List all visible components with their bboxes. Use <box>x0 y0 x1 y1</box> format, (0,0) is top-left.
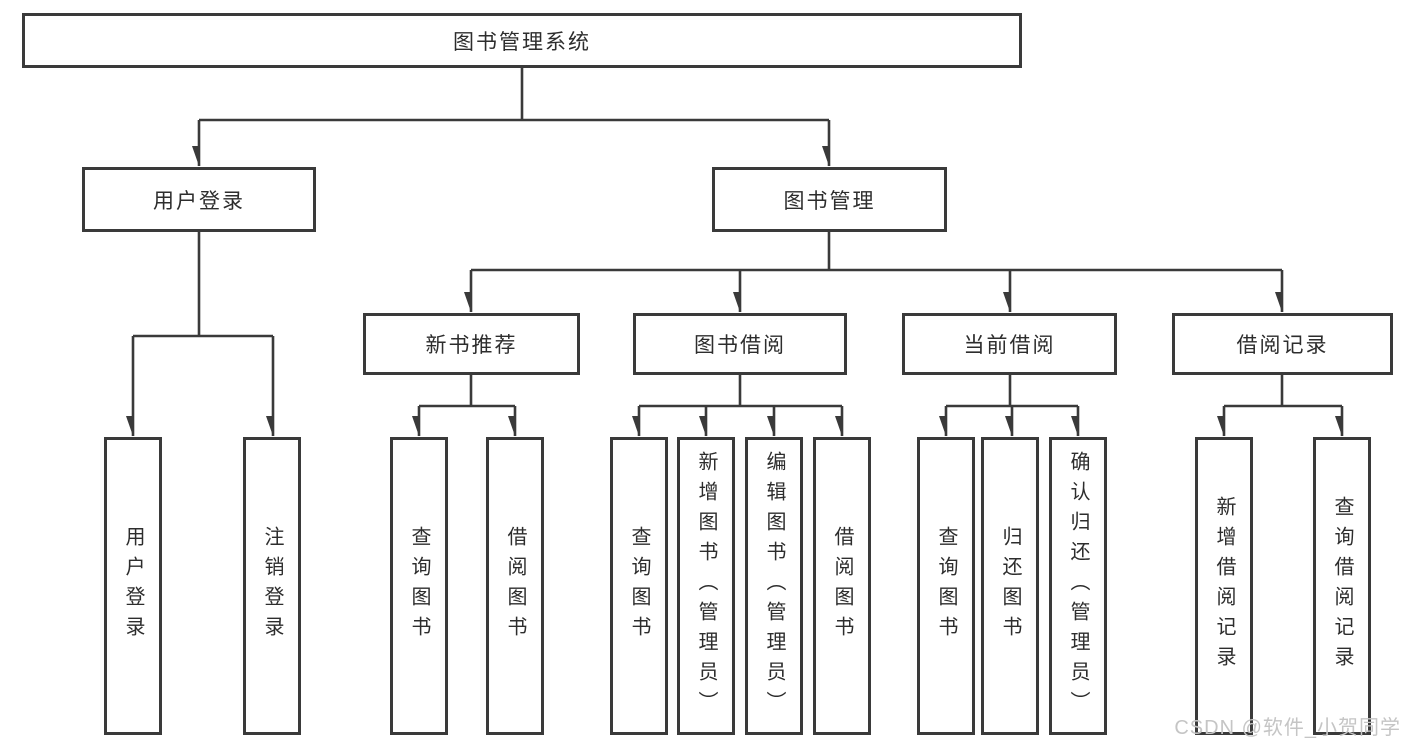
node-current-borrowing: 当前借阅 <box>902 313 1117 375</box>
node-label: 图书借阅 <box>694 334 786 357</box>
node-label: 当前借阅 <box>963 334 1056 357</box>
leaf-add-borrow-record: 新增借阅记录 <box>1195 437 1253 735</box>
node-root-system: 图书管理系统 <box>22 13 1022 68</box>
node-label: 借阅记录 <box>1236 334 1329 357</box>
node-book-borrowing: 图书借阅 <box>633 313 847 375</box>
leaf-edit-books-admin: 编辑图书（管理员） <box>745 437 803 735</box>
leaf-user-login: 用户登录 <box>104 437 162 735</box>
leaf-confirm-return-admin: 确认归还（管理员） <box>1049 437 1107 735</box>
leaf-label: 确认归还（管理员） <box>1067 451 1089 721</box>
leaf-label: 查询借阅记录 <box>1331 496 1353 676</box>
leaf-label: 新增借阅记录 <box>1213 496 1235 676</box>
leaf-label: 查询图书 <box>408 526 430 646</box>
leaf-label: 借阅图书 <box>504 526 526 646</box>
leaf-label: 归还图书 <box>999 526 1021 646</box>
node-label: 图书管理 <box>783 189 876 213</box>
leaf-query-borrow-record: 查询借阅记录 <box>1313 437 1371 735</box>
leaf-query-books-borrowing: 查询图书 <box>610 437 668 735</box>
node-book-management: 图书管理 <box>712 167 947 232</box>
leaf-return-books: 归还图书 <box>981 437 1039 735</box>
leaf-label: 新增图书（管理员） <box>695 451 717 721</box>
leaf-label: 查询图书 <box>935 526 957 646</box>
node-user-login: 用户登录 <box>82 167 316 232</box>
leaf-query-books-recommend: 查询图书 <box>390 437 448 735</box>
leaf-label: 用户登录 <box>122 526 144 646</box>
leaf-add-books-admin: 新增图书（管理员） <box>677 437 735 735</box>
node-label: 图书管理系统 <box>453 30 591 54</box>
leaf-borrow-books: 借阅图书 <box>813 437 871 735</box>
node-label: 新书推荐 <box>425 334 518 357</box>
leaf-query-books-current: 查询图书 <box>917 437 975 735</box>
leaf-label: 注销登录 <box>261 526 283 646</box>
node-borrowing-records: 借阅记录 <box>1172 313 1393 375</box>
leaf-label: 借阅图书 <box>831 526 853 646</box>
node-label: 用户登录 <box>153 189 245 213</box>
node-new-book-recommendation: 新书推荐 <box>363 313 580 375</box>
leaf-borrow-books-recommend: 借阅图书 <box>486 437 544 735</box>
leaf-label: 编辑图书（管理员） <box>763 451 785 721</box>
watermark: CSDN @软件_小贺同学 <box>1174 717 1401 739</box>
leaf-logout: 注销登录 <box>243 437 301 735</box>
leaf-label: 查询图书 <box>628 526 650 646</box>
